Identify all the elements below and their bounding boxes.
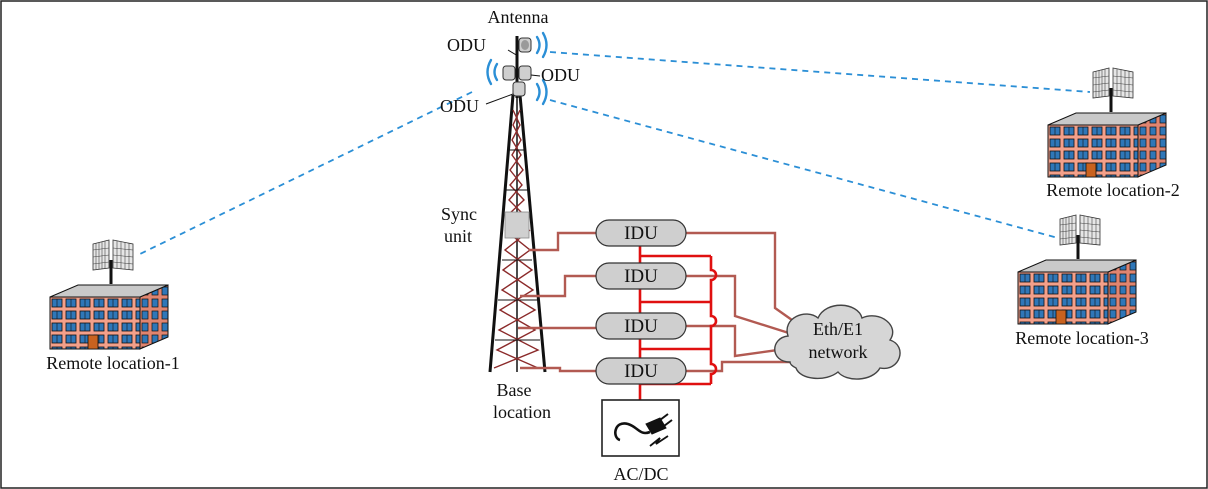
link-remote-3 [549, 99, 1059, 239]
remote-2-label: Remote location-2 [1046, 180, 1179, 200]
office-building-icon [49, 284, 169, 350]
antenna-mast [485, 31, 548, 106]
office-building-icon [1047, 112, 1167, 178]
wireless-links [139, 51, 1091, 255]
sync-unit [504, 211, 530, 239]
idu-4-label: IDU [624, 361, 658, 382]
idu-1: IDU [595, 219, 687, 247]
remote-location-3 [1017, 213, 1137, 325]
idu-2: IDU [595, 262, 687, 290]
odu-unit-middle [502, 65, 532, 81]
remote-1-label: Remote location-1 [46, 353, 179, 373]
idu-1-label: IDU [624, 223, 658, 244]
odu-bottom-label: ODU [440, 96, 479, 116]
remote-location-2 [1047, 66, 1167, 178]
data-cables [518, 231, 796, 373]
cloud-icon [774, 304, 901, 380]
sync-unit-label-1: Sync [441, 204, 477, 224]
office-building-icon [1017, 259, 1137, 325]
network-label-1: Eth/E1 [813, 319, 863, 339]
network-label-2: network [809, 342, 868, 362]
odu-right-label: ODU [541, 65, 580, 85]
remote-3-label: Remote location-3 [1015, 328, 1148, 348]
antenna-label: Antenna [488, 7, 549, 27]
grid-antenna-icon [91, 238, 135, 286]
grid-antenna-icon [1058, 213, 1102, 261]
odu-unit-bottom [512, 81, 526, 97]
power-supply [601, 399, 680, 457]
odu-unit-top [518, 37, 532, 53]
base-location-label-2: location [493, 402, 551, 422]
sync-unit-label-2: unit [444, 226, 472, 246]
idu-3-label: IDU [624, 316, 658, 337]
grid-antenna-icon [1091, 66, 1135, 114]
idu-2-label: IDU [624, 266, 658, 287]
idu-3: IDU [595, 312, 687, 340]
power-plug-icon [614, 413, 673, 447]
power-label: AC/DC [613, 464, 668, 484]
link-remote-1 [139, 91, 473, 255]
idu-4: IDU [595, 357, 687, 385]
base-location-label-1: Base [497, 380, 532, 400]
remote-location-1 [49, 238, 169, 350]
odu-top-label: ODU [447, 35, 486, 55]
link-remote-2 [549, 51, 1091, 93]
